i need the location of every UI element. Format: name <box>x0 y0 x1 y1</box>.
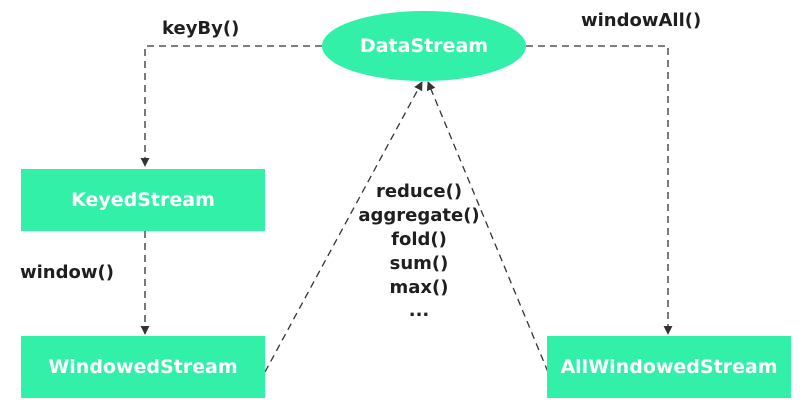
all-windowed-stream-label: AllWindowedStream <box>560 356 777 378</box>
keyby-label: keyBy() <box>162 18 239 39</box>
datastream-label: DataStream <box>360 35 488 57</box>
node-datastream: DataStream <box>322 11 526 81</box>
edge-keyby <box>140 45 322 167</box>
windowall-label: windowAll() <box>581 10 701 31</box>
keyed-stream-label: KeyedStream <box>71 189 215 211</box>
windowed-stream-label: WindowedStream <box>48 356 237 378</box>
operation-label: reduce() <box>376 181 462 202</box>
operation-label: fold() <box>391 229 447 250</box>
datastream-ellipse <box>322 11 526 81</box>
node-all-windowed-stream: AllWindowedStream <box>547 336 791 398</box>
operations-list: reduce() aggregate() fold() sum() max() … <box>358 181 479 321</box>
keyed-stream-box <box>21 169 265 231</box>
operation-label: ... <box>409 300 430 321</box>
edge-windowall <box>526 45 673 335</box>
operation-label: sum() <box>390 253 449 274</box>
operation-label: max() <box>390 277 449 298</box>
node-windowed-stream: WindowedStream <box>21 336 265 398</box>
window-label: window() <box>20 262 114 283</box>
edge-windowed-to-datastream <box>264 81 423 373</box>
all-windowed-stream-box <box>547 336 791 398</box>
node-keyed-stream: KeyedStream <box>21 169 265 231</box>
windowed-stream-box <box>21 336 265 398</box>
edge-allwindowed-to-datastream <box>426 81 549 373</box>
operation-label: aggregate() <box>358 205 479 226</box>
